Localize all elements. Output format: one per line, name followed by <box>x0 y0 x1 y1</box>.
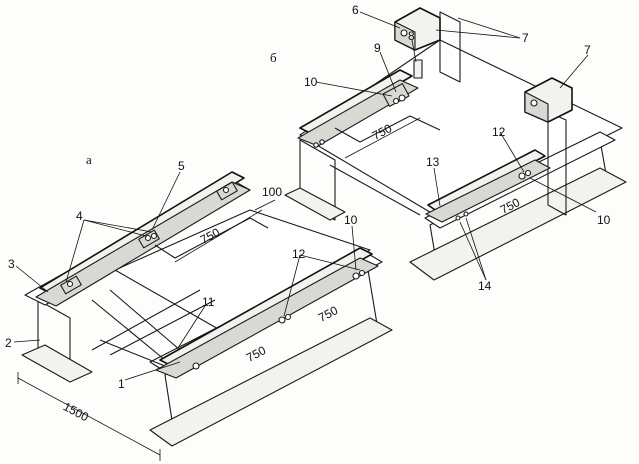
bolt-5 <box>222 186 230 194</box>
callout-12b: 12 <box>492 125 506 139</box>
bolt-4a <box>66 280 74 288</box>
deck-edge-b <box>329 164 421 216</box>
beam-left-web-b <box>299 139 336 221</box>
bolt-4c <box>150 232 158 240</box>
callout-6: 6 <box>352 3 359 17</box>
stud-8 <box>413 59 423 79</box>
beam-left-flange-b <box>284 187 346 221</box>
deck-cutout-a <box>154 217 269 259</box>
dim-100: 100 <box>262 185 282 199</box>
clamp-9 <box>382 83 410 107</box>
callout-10a: 10 <box>304 75 318 89</box>
dim-1500: 1500 <box>61 399 91 424</box>
dim-750-a-front: 750 <box>244 343 269 365</box>
callout-10b: 10 <box>344 213 358 227</box>
bolt-4b <box>144 234 152 242</box>
beam-left-flange-a <box>21 344 93 383</box>
dim-line-750-b <box>344 117 421 159</box>
callout-12a: 12 <box>292 247 306 261</box>
dim-line-750-a <box>174 209 263 263</box>
callout-10c: 10 <box>597 213 611 227</box>
column-rear-b <box>439 11 461 83</box>
callout-4: 4 <box>76 209 83 223</box>
rail-right-foot-a <box>155 257 379 379</box>
brace-11e <box>99 339 176 371</box>
dim-line-100 <box>254 199 276 211</box>
callout-8: 8 <box>408 29 415 43</box>
section-label-a: а <box>86 152 92 167</box>
rail-stop-7-face <box>524 91 549 123</box>
beam-right-bottom-flange-a <box>149 317 393 447</box>
bolt-8b <box>392 97 400 105</box>
callout-2: 2 <box>5 336 12 350</box>
callout-5: 5 <box>178 159 185 173</box>
callout-11: 11 <box>202 295 215 309</box>
callout-3: 3 <box>8 257 15 271</box>
beam-right-bottom-flange-b <box>409 167 627 281</box>
bolt-14-b <box>463 211 469 217</box>
callout-14: 14 <box>478 279 492 293</box>
callout-1: 1 <box>118 377 125 391</box>
rail-stop-6-hole <box>400 29 408 37</box>
callout-7b: 7 <box>584 43 591 57</box>
brace-11d <box>109 299 216 356</box>
dim-750-a-right: 750 <box>316 303 341 325</box>
bolt-left-b2 <box>319 139 325 145</box>
bolt-8 <box>398 94 406 102</box>
rail-stop-7-hole <box>530 99 538 107</box>
deck-cutout-b <box>334 115 441 143</box>
callout-7a: 7 <box>522 31 529 45</box>
column-right-b <box>547 111 567 216</box>
bolt-12-a2 <box>284 313 292 321</box>
deck-plate-a <box>114 209 371 331</box>
brace-11c <box>91 289 201 351</box>
bolt-12-b <box>518 172 526 180</box>
dim-line-1500 <box>17 377 161 456</box>
assembly-b <box>284 7 627 281</box>
bolt-10-a2 <box>358 269 366 277</box>
leader-lines <box>13 11 597 381</box>
bolt-14-a <box>455 215 461 221</box>
bolt-10-a <box>352 272 360 280</box>
bolt-12-b2 <box>524 169 532 177</box>
callout-9: 9 <box>374 41 381 55</box>
callout-13: 13 <box>426 155 440 169</box>
bolt-1 <box>192 362 200 370</box>
assembly-a <box>17 117 421 461</box>
bolt-12-a <box>278 316 286 324</box>
bolt-left-b <box>313 142 319 148</box>
section-label-b: б <box>270 50 277 65</box>
